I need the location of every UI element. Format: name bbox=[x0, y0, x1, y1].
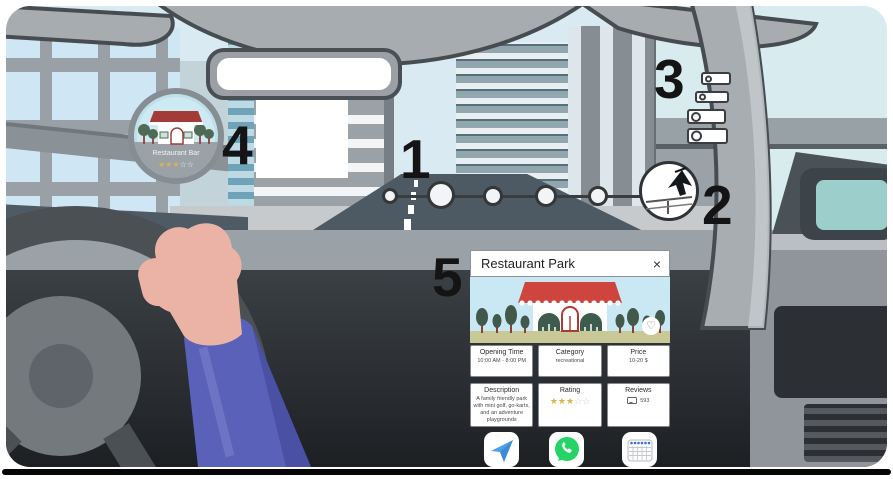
toggle-row-2[interactable] bbox=[695, 91, 729, 103]
card-title-bar: Restaurant Park × bbox=[470, 250, 670, 277]
route-line bbox=[385, 195, 643, 198]
toggle-row-3[interactable] bbox=[687, 109, 726, 124]
window-beam-shadow bbox=[656, 144, 887, 149]
route-stop-2[interactable] bbox=[427, 181, 455, 209]
whatsapp-icon bbox=[554, 436, 579, 461]
navigation-app-icon[interactable] bbox=[484, 432, 519, 467]
restaurant-badge-art bbox=[134, 111, 218, 178]
car-interior-scene: Restaurant Bar ★★★☆☆ Restaurant Park × bbox=[6, 6, 887, 467]
rearview-mirror-glass bbox=[217, 58, 391, 90]
badge-rating: ★★★☆☆ bbox=[134, 160, 218, 169]
blank-billboard bbox=[256, 96, 348, 178]
info-value: 10:00 AM - 8:00 PM bbox=[477, 358, 526, 364]
annotation-5: 5 bbox=[432, 246, 463, 308]
info-label: Category bbox=[555, 349, 585, 356]
striped-building-edge bbox=[384, 30, 394, 220]
toggle-knob-3[interactable] bbox=[691, 111, 701, 122]
rating-stars-empty: ☆☆ bbox=[574, 396, 591, 406]
info-label: Price bbox=[630, 349, 647, 356]
annotation-2: 2 bbox=[702, 174, 733, 236]
reviews-row: 593 bbox=[610, 397, 667, 404]
rating-stars: ★★★☆☆ bbox=[541, 396, 598, 407]
door-inset bbox=[774, 306, 887, 398]
navigation-map-icon bbox=[645, 167, 693, 214]
restaurant-badge[interactable]: Restaurant Bar ★★★☆☆ bbox=[128, 88, 224, 184]
a-pillar bbox=[690, 6, 772, 330]
route-stop-1[interactable] bbox=[382, 188, 398, 204]
badge-title: Restaurant Bar bbox=[152, 150, 200, 157]
card-info-grid: Opening Time 10:00 AM - 8:00 PM Category… bbox=[470, 345, 670, 427]
restaurant-illustration bbox=[470, 282, 670, 343]
toggle-row-1[interactable] bbox=[701, 72, 731, 85]
annotation-4: 4 bbox=[222, 114, 253, 176]
info-box-reviews: Reviews 593 bbox=[606, 383, 670, 427]
info-box-opening-time: Opening Time 10:00 AM - 8:00 PM bbox=[470, 345, 534, 377]
badge-stars-filled: ★★★ bbox=[158, 160, 180, 169]
rearview-mirror bbox=[206, 48, 402, 100]
info-label: Reviews bbox=[625, 387, 652, 394]
favorite-icon[interactable]: ♡ bbox=[642, 317, 660, 335]
toggle-knob-1[interactable] bbox=[705, 75, 712, 82]
review-count: 593 bbox=[640, 397, 650, 404]
rating-stars-filled: ★★★ bbox=[549, 396, 575, 406]
card-title: Restaurant Park bbox=[481, 256, 575, 271]
lane-dash bbox=[404, 219, 411, 230]
door-vents bbox=[804, 404, 887, 462]
info-label: Rating bbox=[559, 387, 581, 394]
info-label: Description bbox=[484, 387, 520, 394]
calendar-app-icon[interactable] bbox=[622, 432, 657, 467]
paper-plane-icon bbox=[490, 439, 513, 462]
speech-bubble-icon bbox=[627, 397, 638, 404]
side-mirror-glass bbox=[816, 180, 887, 230]
lane-dash bbox=[414, 180, 418, 187]
badge-stars-empty: ☆☆ bbox=[179, 160, 194, 169]
info-box-rating: Rating ★★★☆☆ bbox=[538, 383, 602, 427]
annotation-3: 3 bbox=[654, 48, 685, 110]
info-box-category: Category recreational bbox=[538, 345, 602, 377]
info-box-description: Description A family friendly park with … bbox=[470, 383, 534, 427]
close-icon[interactable]: × bbox=[652, 255, 661, 272]
toggle-row-4[interactable] bbox=[687, 128, 728, 144]
route-stop-3[interactable] bbox=[483, 186, 503, 206]
navigation-preview-circle[interactable] bbox=[639, 161, 699, 221]
driver-hand bbox=[138, 223, 311, 467]
toggle-knob-4[interactable] bbox=[691, 130, 702, 142]
info-value: A family friendly park with mini golf, g… bbox=[473, 396, 530, 423]
route-stop-4[interactable] bbox=[535, 185, 557, 207]
info-label: Opening Time bbox=[479, 349, 524, 356]
lane-dash bbox=[408, 205, 414, 214]
info-value: 10-20 $ bbox=[628, 358, 648, 364]
route-stop-5[interactable] bbox=[588, 186, 608, 206]
bottom-line bbox=[2, 469, 891, 475]
info-value: recreational bbox=[555, 358, 585, 364]
whatsapp-app-icon[interactable] bbox=[549, 432, 584, 467]
annotation-1: 1 bbox=[400, 128, 431, 190]
info-box-price: Price 10-20 $ bbox=[606, 345, 670, 377]
calendar-icon bbox=[627, 439, 652, 461]
card-image: ♡ bbox=[470, 277, 670, 343]
toggle-knob-2[interactable] bbox=[699, 93, 706, 101]
